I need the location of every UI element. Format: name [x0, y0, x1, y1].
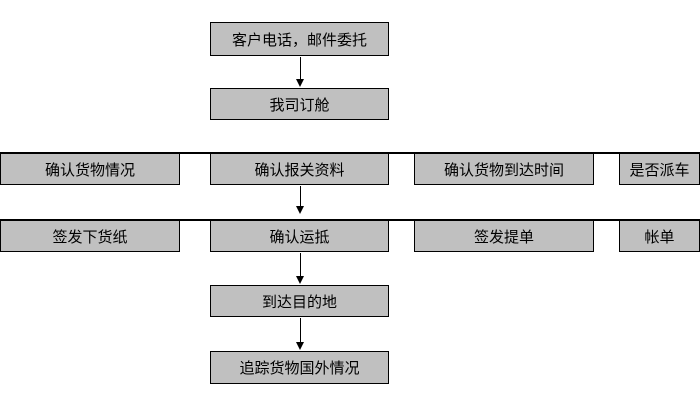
- step-arrive-destination: 到达目的地: [210, 285, 389, 317]
- arrow-customs-to-confirm-freight: [296, 186, 305, 214]
- step-customer-contact: 客户电话，邮件委托: [210, 22, 389, 56]
- step-book-space: 我司订舱: [210, 88, 389, 120]
- arrow-destination-to-tracking: [296, 318, 305, 350]
- arrow-contact-to-booking: [296, 57, 305, 87]
- step-track-overseas: 追踪货物国外情况: [210, 351, 389, 384]
- step-confirm-goods: 确认货物情况: [0, 153, 180, 185]
- step-confirm-customs-docs: 确认报关资料: [210, 153, 389, 185]
- arrow-freight-to-destination: [296, 253, 305, 284]
- step-confirm-freight: 确认运抵: [210, 220, 389, 252]
- step-confirm-arrival-time: 确认货物到达时间: [414, 153, 594, 185]
- step-billing: 帐单: [619, 220, 700, 252]
- step-issue-bill-of-lading: 签发提单: [414, 220, 594, 252]
- step-issue-invoice: 签发下货纸: [0, 220, 180, 252]
- step-dispatch-truck: 是否派车: [619, 153, 700, 185]
